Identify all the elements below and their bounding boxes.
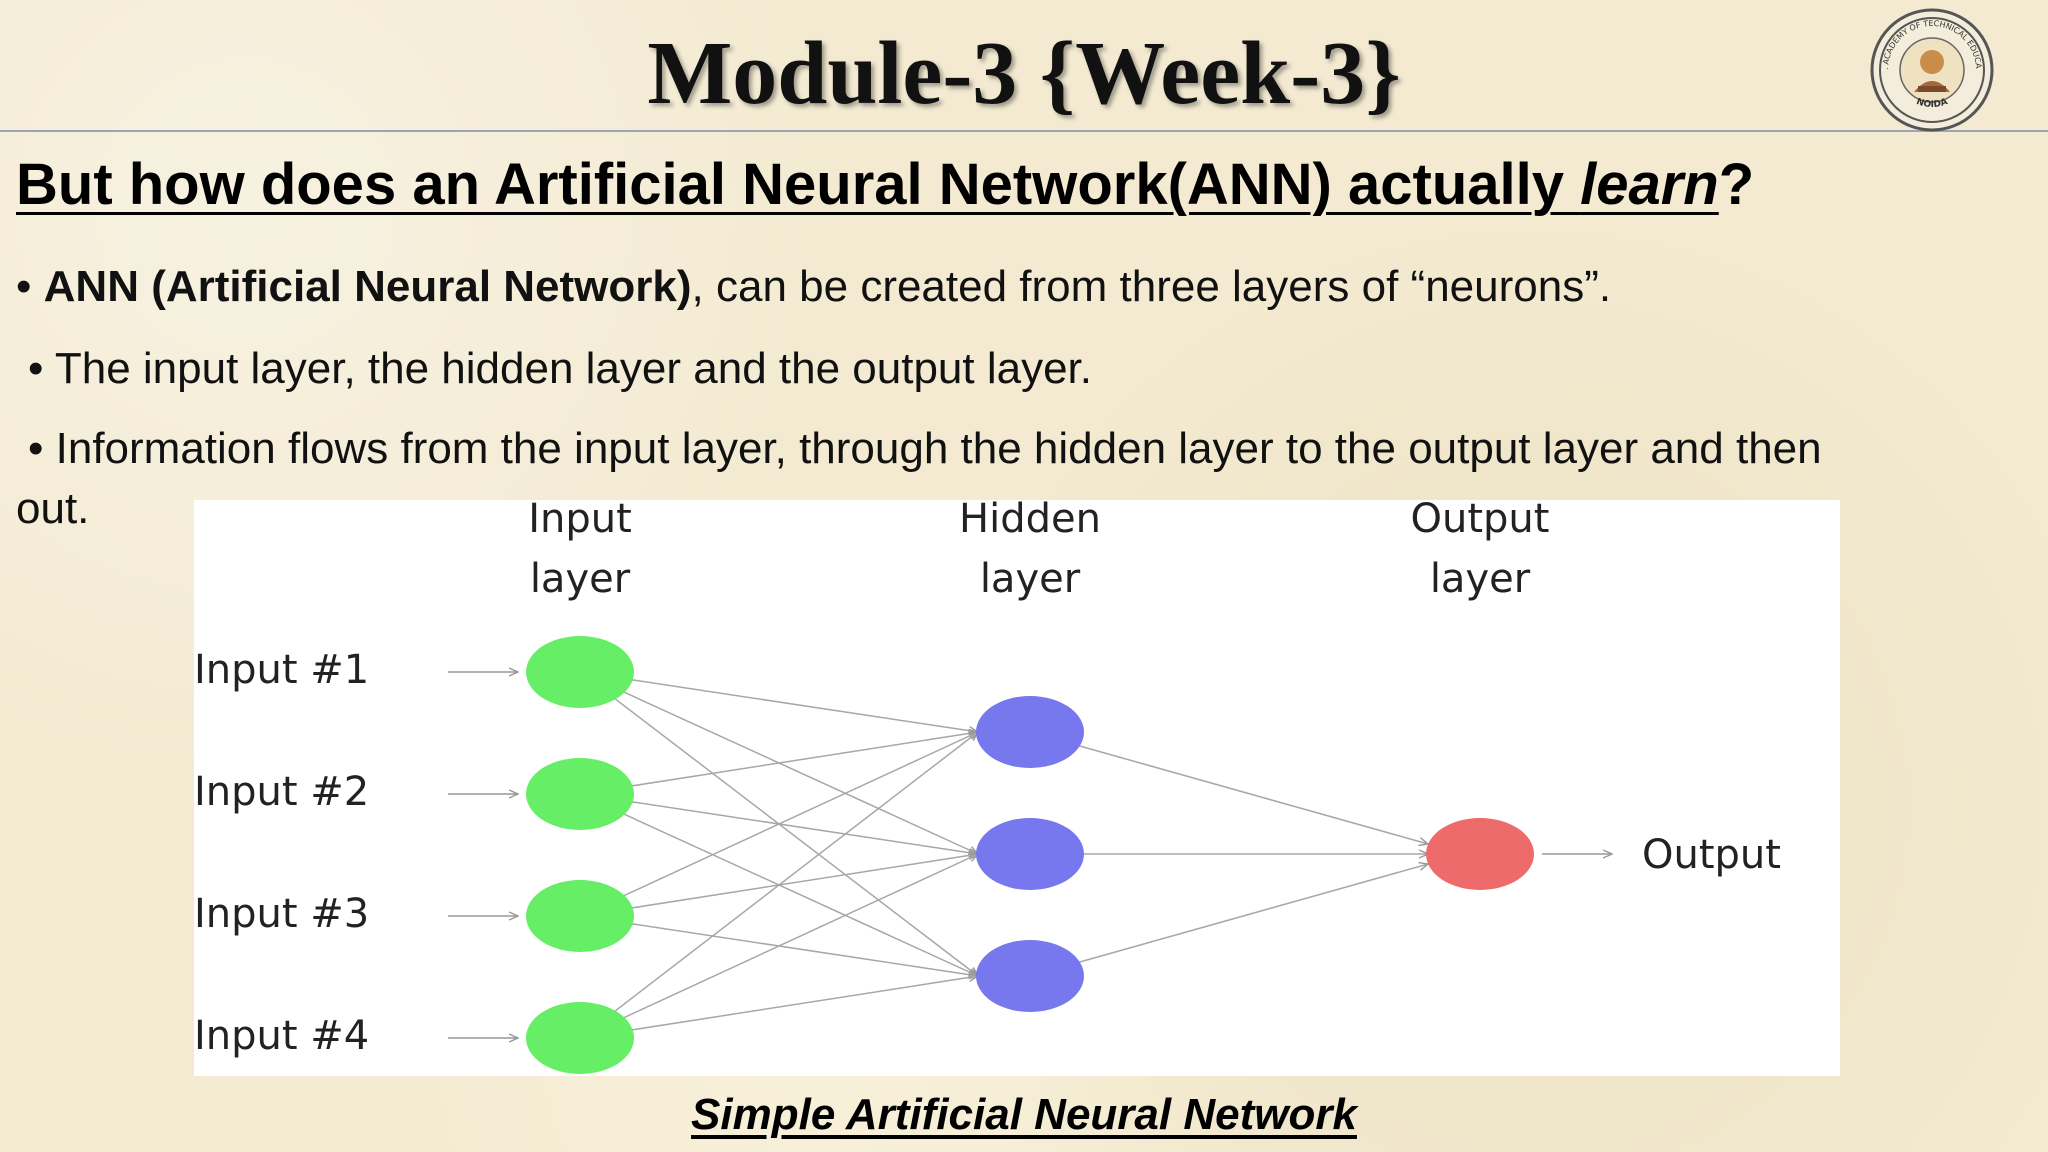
hidden-node-2: [976, 818, 1084, 890]
bullet-marker: •: [28, 344, 44, 393]
bullet-text: Information flows from the input layer, …: [55, 424, 1822, 473]
hidden-node-3: [976, 940, 1084, 1012]
bullet-marker: •: [28, 424, 44, 473]
output-layer-title-line1: Output: [1411, 500, 1550, 542]
input-label-4: Input #4: [194, 1013, 369, 1059]
heading-end: ?: [1718, 152, 1755, 217]
connection-i4-h2: [579, 854, 978, 1039]
output-node: [1426, 818, 1534, 890]
bullet-information-flow: • Information flows from the input layer…: [28, 420, 2038, 478]
input-layer-title-line2: layer: [530, 556, 631, 602]
input-node-2: [526, 758, 634, 830]
bullet-information-flow-continued: out.: [16, 484, 90, 533]
connection-i2-h1: [579, 732, 978, 795]
bullet-text: The input layer, the hidden layer and th…: [54, 344, 1093, 393]
figure-caption: Simple Artificial Neural Network: [0, 1082, 2048, 1148]
bullet-three-layers: • The input layer, the hidden layer and …: [28, 340, 2038, 398]
bullet-ann-definition: • ANN (Artificial Neural Network), can b…: [16, 258, 2026, 316]
connection-h3-o: [1029, 864, 1428, 977]
figure-caption-text: Simple Artificial Neural Network: [691, 1090, 1357, 1139]
seal-text-bottom: NOIDA: [1915, 97, 1949, 110]
hidden-layer-nodes: [976, 696, 1084, 1012]
hidden-layer-title-line1: Hidden: [959, 500, 1101, 542]
heading-main: But how does an Artificial Neural Networ…: [16, 152, 1581, 217]
input-node-3: [526, 880, 634, 952]
neural-network-diagram: Input layer Hidden layer Output layer In…: [194, 500, 1840, 1076]
title-divider: [0, 130, 2048, 132]
bullet-text: , can be created from three layers of “n…: [691, 262, 1612, 311]
input-label-2: Input #2: [194, 769, 369, 815]
input-node-4: [526, 1002, 634, 1074]
output-label: Output: [1642, 832, 1781, 878]
hidden-node-1: [976, 696, 1084, 768]
connection-i3-h1: [579, 732, 978, 917]
input-layer-nodes: [526, 636, 634, 1074]
output-layer-title-line2: layer: [1430, 556, 1531, 602]
college-seal-icon: J.S.S. ACADEMY OF TECHNICAL EDUCATION NO…: [1865, 0, 1996, 134]
bullet-marker: •: [16, 262, 32, 311]
input-label-1: Input #1: [194, 647, 369, 693]
output-layer-nodes: [1426, 818, 1534, 890]
bullet-bold-term: ANN (Artificial Neural Network): [43, 262, 692, 311]
input-label-3: Input #3: [194, 891, 369, 937]
heading-emphasis: learn: [1580, 152, 1719, 217]
svg-text:NOIDA: NOIDA: [1915, 97, 1949, 110]
connection-i4-h3: [579, 976, 978, 1039]
hidden-layer-title-line2: layer: [980, 556, 1081, 602]
slide-title: Module-3 {Week-3}: [647, 24, 1401, 123]
slide-heading: But how does an Artificial Neural Networ…: [16, 146, 1916, 224]
connection-h1-o: [1029, 731, 1428, 844]
connection-i1-h1: [579, 671, 978, 732]
input-layer-title-line1: Input: [528, 500, 632, 542]
input-node-1: [526, 636, 634, 708]
connection-i4-h1: [579, 732, 978, 1039]
